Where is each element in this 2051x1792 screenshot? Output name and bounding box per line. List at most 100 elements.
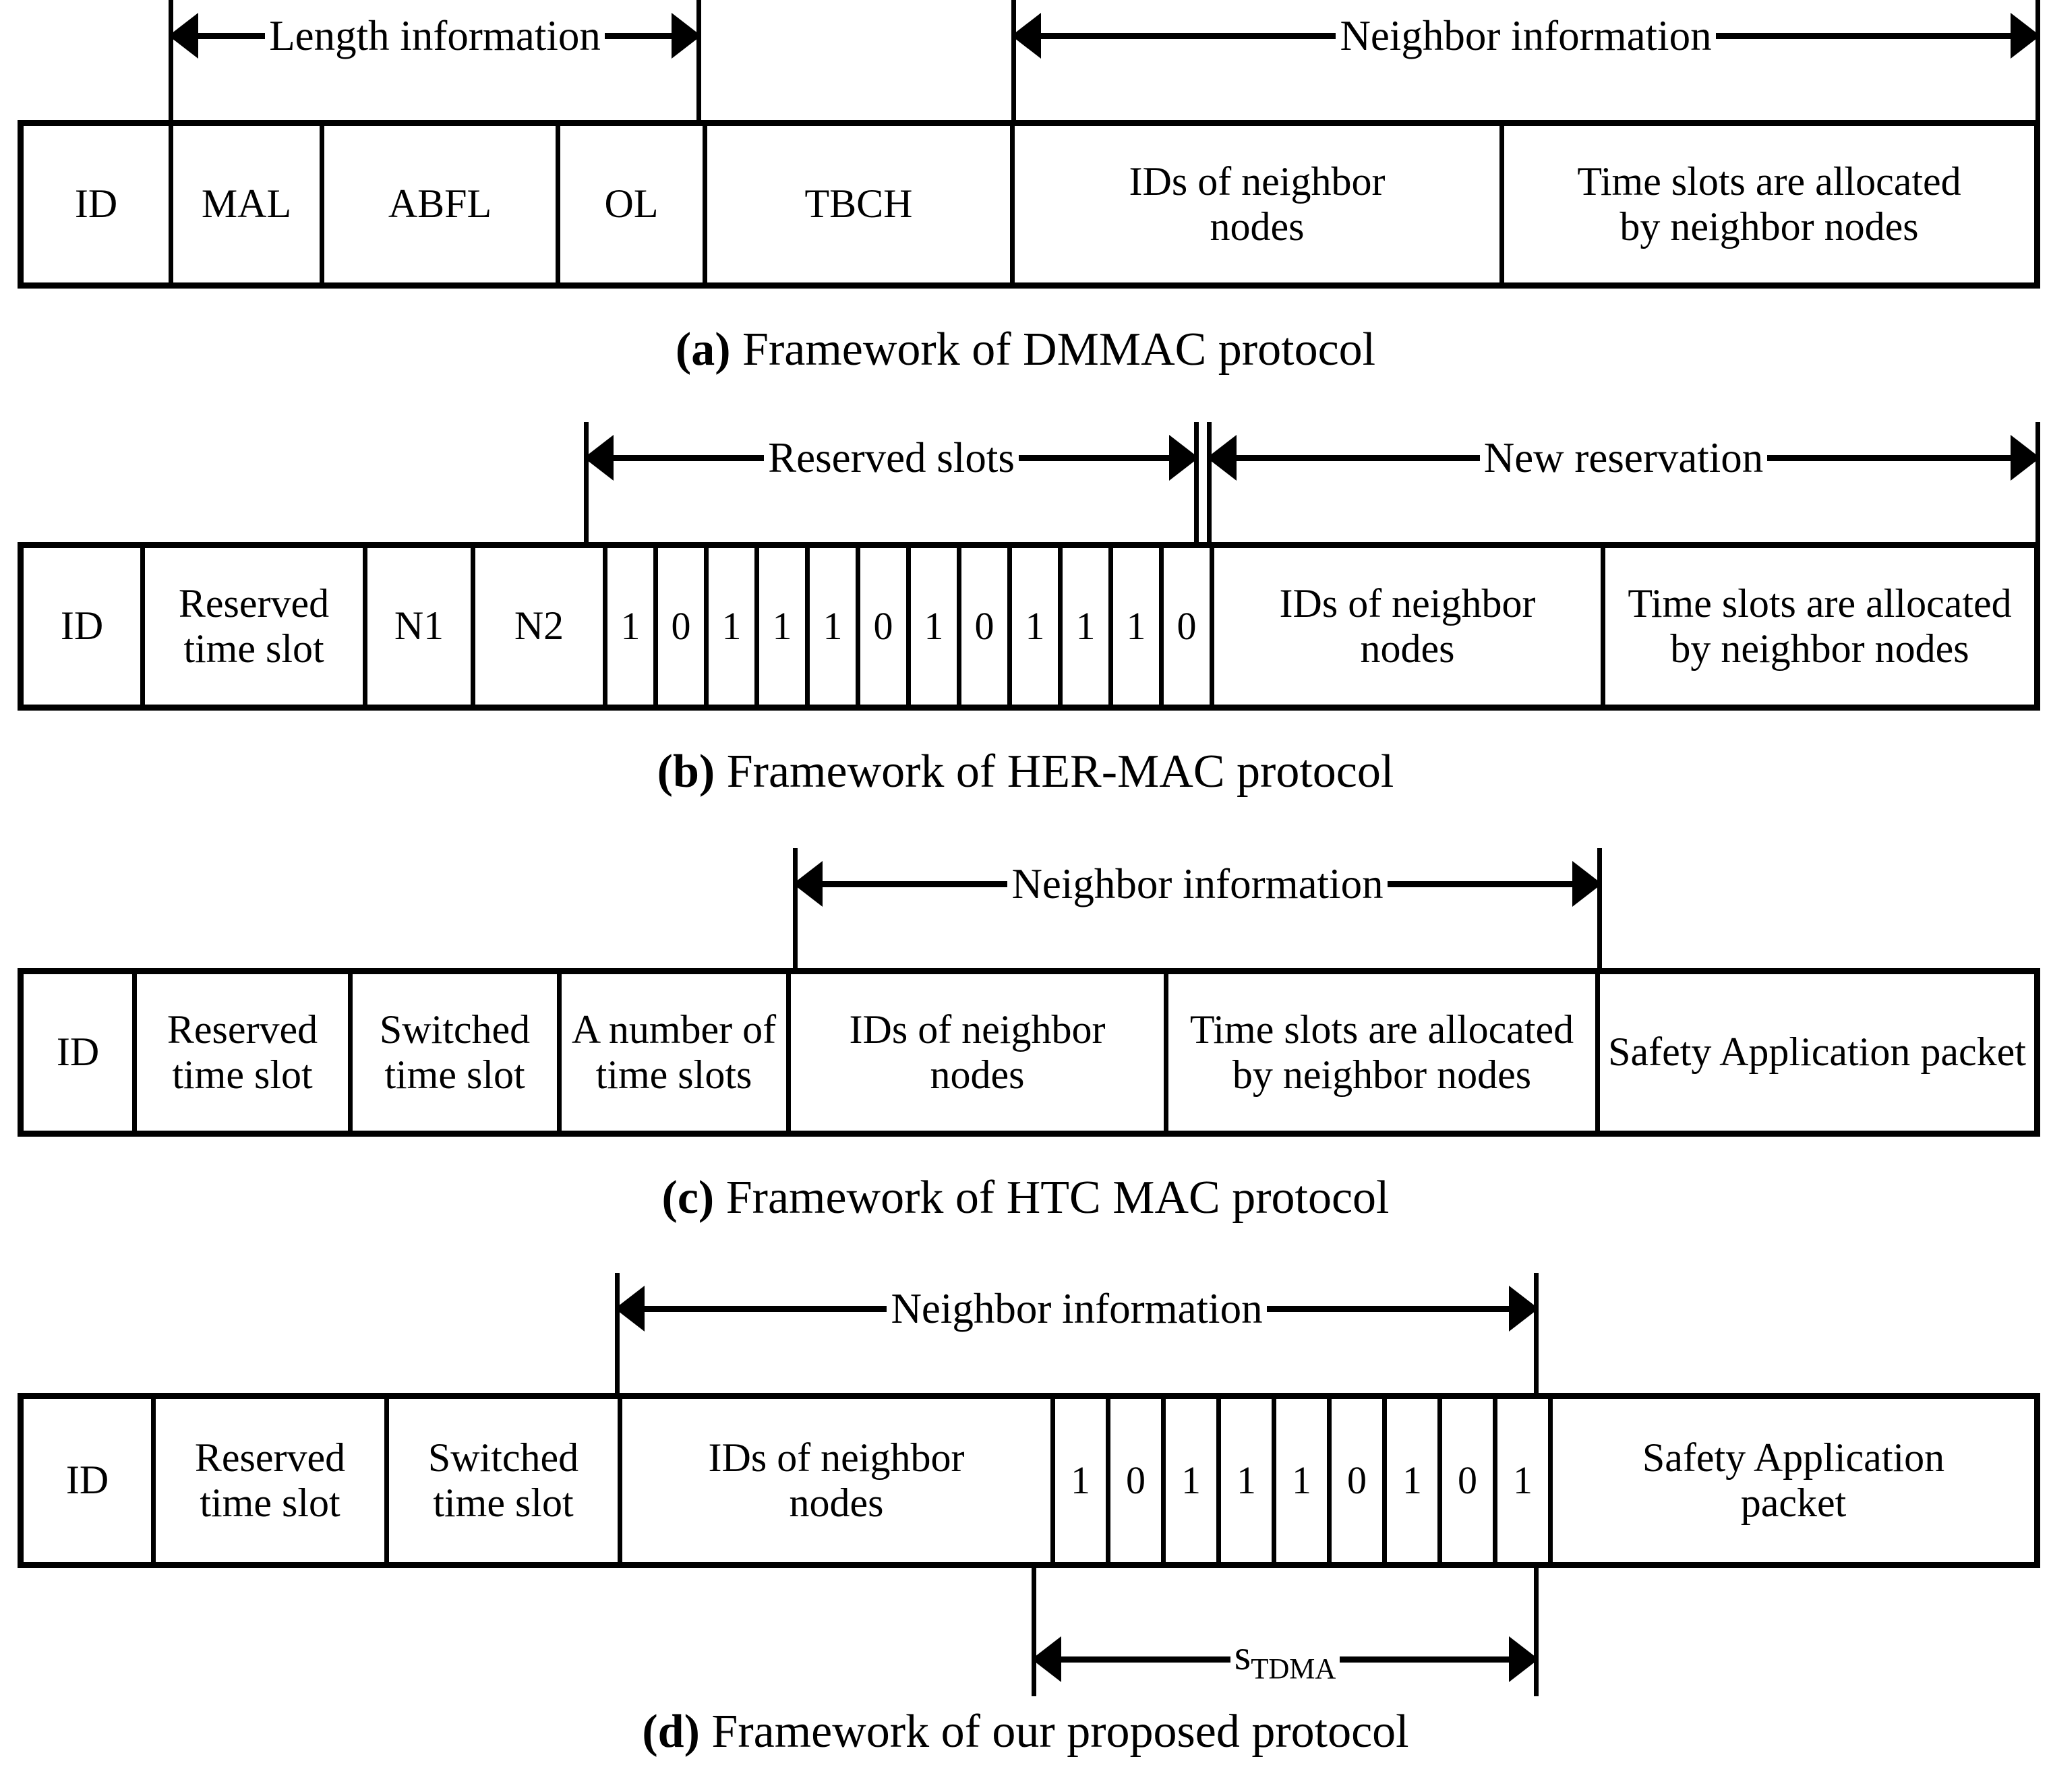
span-tick-left [615, 1273, 620, 1393]
bit-cell: 0 [1110, 1399, 1166, 1562]
arrow-head-left-icon [169, 13, 198, 59]
arrow-bar [1018, 454, 1170, 461]
arrow-head-left-icon [1207, 435, 1237, 481]
span-s-tdma: sTDMA [1032, 1568, 1539, 1696]
frame-b: ID Reserved time slot N1 N2 1 0 1 1 1 0 … [18, 542, 2040, 711]
field-id: ID [24, 548, 145, 705]
bit-cell: 1 [607, 548, 658, 705]
arrow-bar [1387, 880, 1573, 887]
span-tick-right [2035, 422, 2040, 542]
arrow-bar [645, 1305, 887, 1312]
span-tick-left [169, 0, 173, 120]
panel-b-span-row: Reserved slots New reservation [0, 422, 2051, 542]
caption-a-text: Framework of DMMAC protocol [730, 324, 1376, 376]
span-tick-left [793, 848, 798, 968]
arrow-head-right-icon [672, 13, 702, 59]
arrow-head-left-icon [584, 435, 614, 481]
span-label: New reservation [1483, 434, 1764, 481]
bit-cell: 1 [759, 548, 810, 705]
span-tick-right [1194, 422, 1199, 542]
field-allocated-slots: Time slots are allocated by neighbor nod… [1577, 158, 1961, 249]
arrow-head-right-icon [1509, 1286, 1539, 1332]
bit-cell: 1 [1113, 548, 1164, 705]
frame-a: ID MAL ABFL OL TBCH IDs of neighbor node… [18, 120, 2040, 289]
field-safety-application-packet: Safety Application packet [1642, 1435, 1945, 1525]
panel-c: Neighbor information ID Reserved time sl… [0, 848, 2051, 1222]
panel-d: Neighbor information ID Reserved time sl… [0, 1273, 2051, 1756]
arrow-bar [1061, 1656, 1230, 1663]
arrow-bar [614, 454, 765, 461]
double-arrow-icon: New reservation [1207, 429, 2041, 487]
double-arrow-icon: sTDMA [1032, 1630, 1539, 1688]
span-tick-right [2035, 0, 2040, 120]
span-label: Reserved slots [768, 434, 1015, 481]
bit-cell: 1 [1497, 1399, 1553, 1562]
field-n2: N2 [475, 548, 607, 705]
arrow-head-right-icon [1169, 435, 1199, 481]
field-allocated-slots: Time slots are allocated by neighbor nod… [1628, 580, 2012, 671]
field-neighbor-ids: IDs of neighbor nodes [1015, 126, 1504, 282]
bit-cell: 1 [810, 548, 860, 705]
field-switched-time-slot: Switched time slot [353, 974, 562, 1131]
span-tick-right [1534, 1273, 1539, 1393]
field-tbch: TBCH [707, 126, 1015, 282]
span-tick-left [1032, 1568, 1036, 1696]
protocol-framework-figure: Length information Neighbor information … [0, 0, 2051, 1756]
field-neighbor-ids: IDs of neighbor nodes [1214, 548, 1605, 705]
arrow-bar [1266, 1305, 1510, 1312]
span-new-reservation: New reservation [1207, 422, 2041, 542]
field-abfl: ABFL [324, 126, 560, 282]
arrow-bar [823, 880, 1008, 887]
field-mal: MAL [173, 126, 324, 282]
field-id: ID [24, 974, 137, 1131]
arrow-bar [1237, 454, 1480, 461]
caption-c-prefix: (c) [661, 1172, 715, 1224]
field-neighbor-ids: IDs of neighbor nodes [791, 974, 1168, 1131]
bit-cell: 1 [1012, 548, 1063, 705]
span-tick-right [1534, 1568, 1539, 1696]
field-switched-time-slot: Switched time slot [389, 1399, 622, 1562]
field-number-of-time-slots: A number of time slots [562, 974, 791, 1131]
caption-c: (c) Framework of HTC MAC protocol [0, 1137, 2051, 1222]
field-reserved-time-slot: Reserved time slot [145, 548, 367, 705]
bit-cell: 1 [709, 548, 759, 705]
caption-b-prefix: (b) [657, 746, 715, 798]
double-arrow-icon: Neighbor information [615, 1280, 1539, 1338]
field-neighbor-ids: IDs of neighbor nodes [622, 1399, 1055, 1562]
panel-b: Reserved slots New reservation ID R [0, 422, 2051, 796]
caption-d: (d) Framework of our proposed protocol [0, 1696, 2051, 1756]
s-tdma-subscript: TDMA [1251, 1653, 1336, 1685]
arrow-head-left-icon [615, 1286, 645, 1332]
caption-a: (a) Framework of DMMAC protocol [0, 289, 2051, 374]
caption-b-text: Framework of HER-MAC protocol [715, 746, 1394, 798]
span-tick-right [1597, 848, 1602, 968]
panel-d-under-span-row: sTDMA [0, 1568, 2051, 1696]
s-tdma-main: s [1234, 1631, 1251, 1679]
arrow-head-right-icon [2011, 435, 2041, 481]
bit-cell: 0 [1442, 1399, 1497, 1562]
double-arrow-icon: Neighbor information [1011, 7, 2041, 65]
span-tick-left [584, 422, 589, 542]
span-label-s-tdma: sTDMA [1230, 1634, 1340, 1684]
span-tick-right [696, 0, 701, 120]
arrow-head-left-icon [1011, 13, 1041, 59]
span-reserved-slots: Reserved slots [584, 422, 1199, 542]
bit-cell: 1 [1387, 1399, 1442, 1562]
double-arrow-icon: Length information [169, 7, 702, 65]
frame-c: ID Reserved time slot Switched time slot… [18, 968, 2040, 1137]
span-neighbor-information: Neighbor information [615, 1273, 1539, 1393]
span-neighbor-information: Neighbor information [793, 848, 1603, 968]
arrow-bar [1340, 1656, 1510, 1663]
bit-cell: 1 [911, 548, 961, 705]
bit-cell: 0 [658, 548, 709, 705]
panel-d-span-row: Neighbor information [0, 1273, 2051, 1393]
panel-c-span-row: Neighbor information [0, 848, 2051, 968]
bit-cell: 1 [1055, 1399, 1110, 1562]
double-arrow-icon: Reserved slots [584, 429, 1199, 487]
caption-d-text: Framework of our proposed protocol [699, 1706, 1409, 1758]
bit-cell: 0 [961, 548, 1012, 705]
field-reserved-time-slot: Reserved time slot [156, 1399, 389, 1562]
bit-cell: 1 [1276, 1399, 1332, 1562]
span-label: Neighbor information [891, 1284, 1263, 1332]
arrow-bar [1767, 454, 2011, 461]
